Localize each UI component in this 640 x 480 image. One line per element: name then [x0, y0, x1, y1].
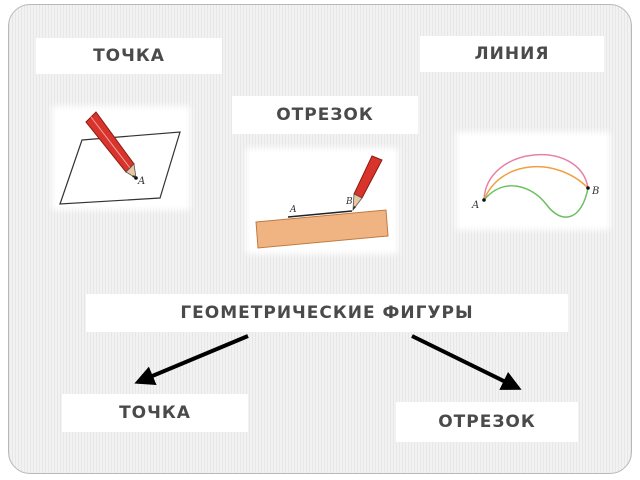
- line-label-a: A: [471, 200, 479, 211]
- curve-bottom: [483, 185, 589, 218]
- branch-point-text: ТОЧКА: [119, 403, 191, 423]
- segment-illustration-svg: A B: [255, 155, 389, 249]
- label-segment-top: ОТРЕЗОК: [232, 96, 418, 134]
- segment-line: [287, 210, 353, 218]
- segment-illustration: A B: [250, 152, 394, 250]
- point-dot: [134, 176, 138, 180]
- label-line-top: ЛИНИЯ: [420, 36, 604, 72]
- line-label-b: B: [591, 186, 599, 197]
- label-point-top: ТОЧКА: [36, 38, 222, 74]
- line-illustration: A B: [460, 136, 606, 226]
- plane-parallelogram: [59, 131, 181, 205]
- point-illustration: A: [56, 110, 186, 206]
- line-endpoint-a: [482, 198, 486, 202]
- branch-segment-text: ОТРЕЗОК: [438, 412, 536, 432]
- label-segment-top-text: ОТРЕЗОК: [276, 105, 374, 125]
- pencil-icon: [352, 155, 383, 212]
- label-line-top-text: ЛИНИЯ: [474, 44, 550, 64]
- point-illustration-svg: A: [59, 111, 181, 205]
- line-endpoint-b: [586, 186, 590, 190]
- line-illustration-svg: A B: [471, 153, 599, 218]
- segment-label-b: B: [345, 197, 353, 207]
- curve-top: [483, 153, 589, 201]
- main-title-text: ГЕОМЕТРИЧЕСКИЕ ФИГУРЫ: [180, 303, 474, 323]
- arrow-right: [411, 334, 522, 390]
- pencil-icon: [85, 111, 137, 179]
- label-point-top-text: ТОЧКА: [93, 46, 165, 66]
- arrow-left: [134, 334, 249, 386]
- ruler: [255, 209, 389, 249]
- branch-segment-label: ОТРЕЗОК: [396, 402, 578, 442]
- branch-point-label: ТОЧКА: [62, 394, 248, 432]
- segment-label-a: A: [289, 205, 297, 215]
- curve-middle: [483, 165, 589, 201]
- main-title: ГЕОМЕТРИЧЕСКИЕ ФИГУРЫ: [86, 294, 568, 332]
- point-label-a: A: [137, 176, 145, 187]
